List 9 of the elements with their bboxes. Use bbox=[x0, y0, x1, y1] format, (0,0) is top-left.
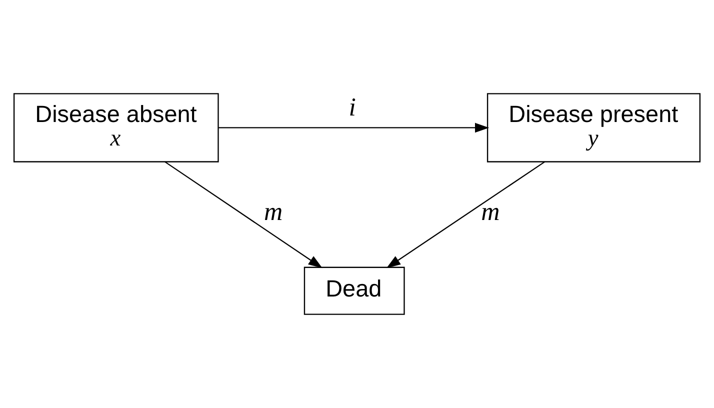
node-box: Disease present y bbox=[486, 93, 701, 162]
edge-label: m bbox=[481, 196, 500, 226]
node-box: Disease absent x bbox=[13, 93, 219, 162]
arrow bbox=[164, 161, 322, 268]
edge-label: i bbox=[348, 92, 356, 122]
edge-label: m bbox=[264, 196, 283, 226]
node-box: Dead bbox=[304, 266, 405, 315]
arrow bbox=[218, 122, 490, 133]
arrow bbox=[386, 161, 546, 268]
